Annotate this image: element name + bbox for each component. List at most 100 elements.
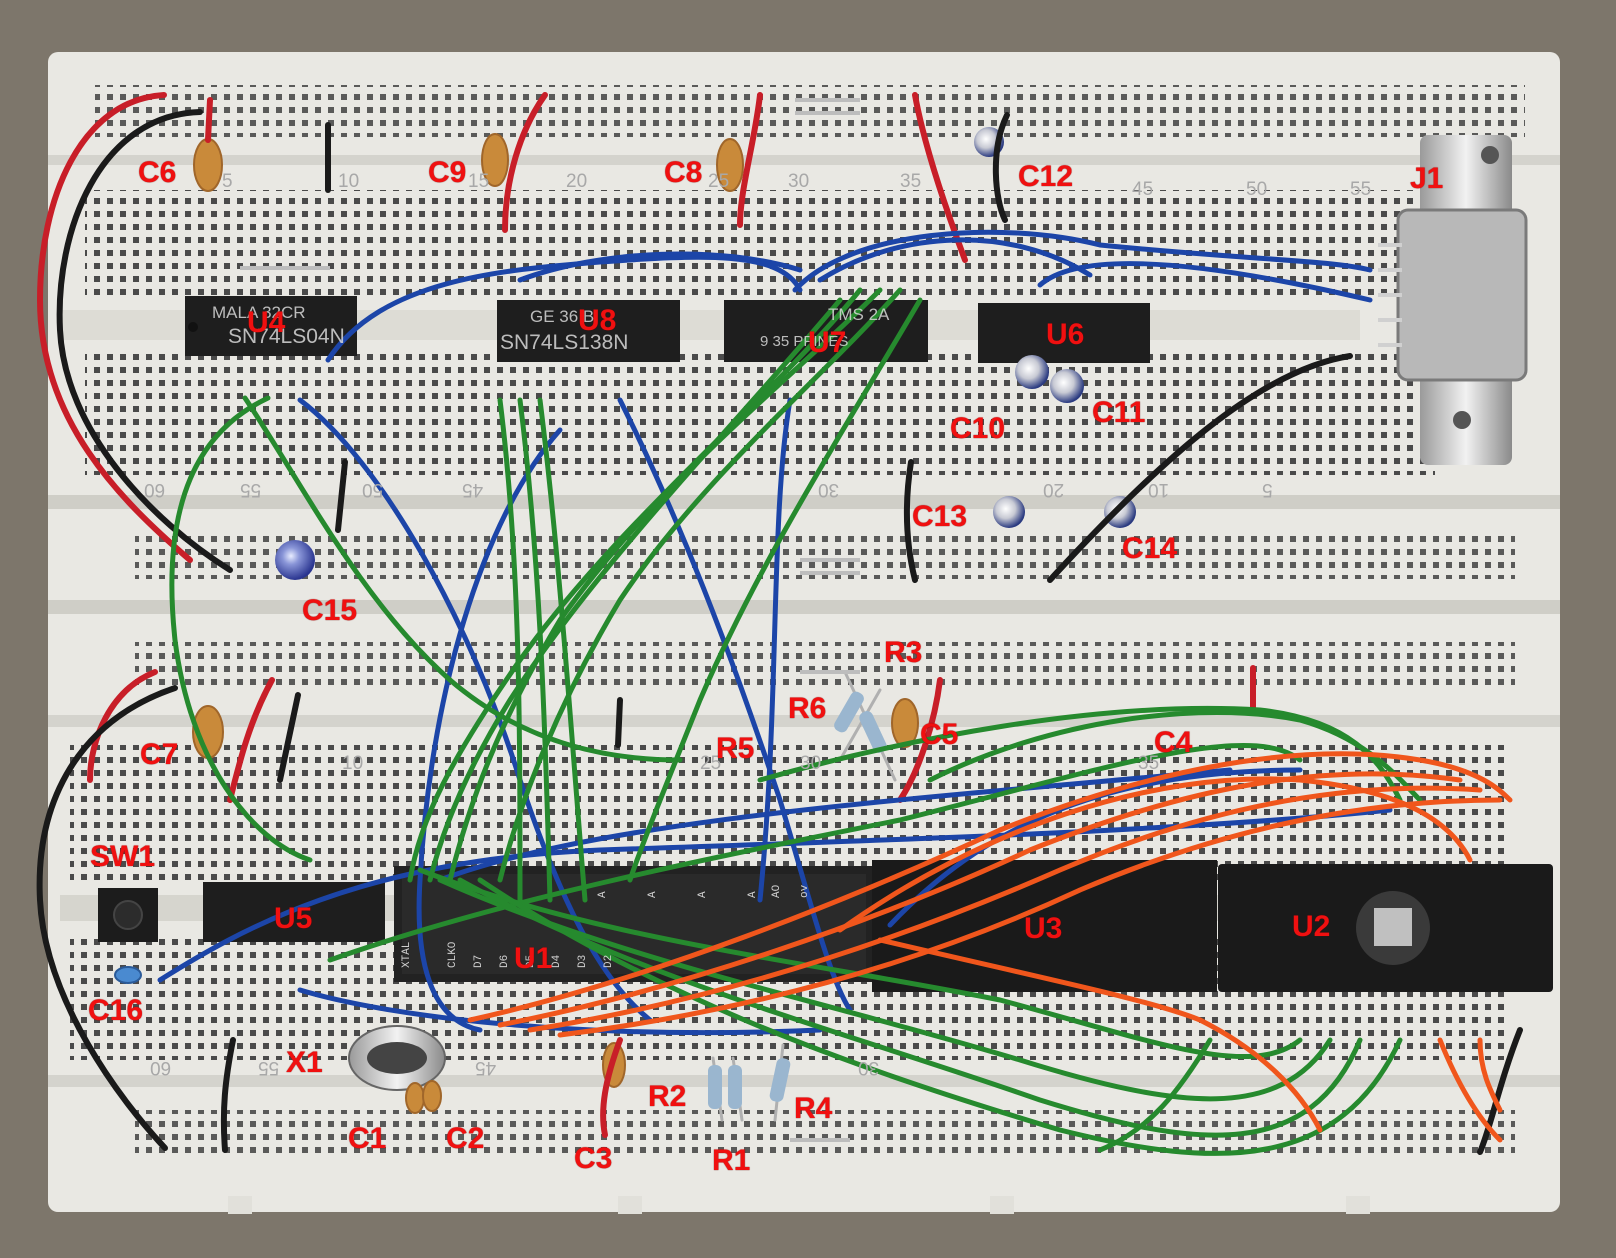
label-u3: U3 <box>1024 912 1063 945</box>
label-c9: C9 <box>428 156 467 189</box>
board-number: 10 <box>342 753 364 774</box>
label-c4: C4 <box>1154 726 1193 759</box>
ic-u2-eprom <box>1218 864 1553 992</box>
label-c8: C8 <box>664 156 703 189</box>
label-u8: U8 <box>578 304 617 337</box>
label-c10: C10 <box>950 412 1006 445</box>
u7-marking-line2: 9 35 PPINES <box>760 333 849 350</box>
wires-green <box>169 287 1423 1156</box>
board-number: 10 <box>1148 479 1170 500</box>
label-u4: U4 <box>247 306 286 339</box>
cap-c11 <box>1050 369 1084 403</box>
label-u1: U1 <box>514 942 553 975</box>
terminal-strip-1-bottom <box>85 350 1435 475</box>
board-number: 20 <box>1043 479 1065 500</box>
label-c5: C5 <box>920 718 959 751</box>
u4-marking-line1: MALA 32CR <box>212 303 306 322</box>
label-r3: R3 <box>884 636 923 669</box>
u7-marking-line1: TMS 2A <box>828 305 890 324</box>
ic-u3 <box>872 860 1217 992</box>
board-number: 55 <box>240 479 262 500</box>
label-r2: R2 <box>648 1080 687 1113</box>
board-number: 50 <box>1246 179 1268 200</box>
u1-pin-label: D3 <box>577 954 589 968</box>
board-number: 45 <box>475 1057 497 1078</box>
cap-c9 <box>481 133 509 187</box>
cap-c16 <box>114 966 142 984</box>
label-c12: C12 <box>1018 160 1074 193</box>
label-u5: U5 <box>274 902 313 935</box>
board-number: 35 <box>900 171 922 192</box>
board-number: 20 <box>566 171 588 192</box>
u8-marking-line1: GE 36 B <box>530 307 595 326</box>
resistor-r3 <box>859 711 887 753</box>
cap-c8 <box>716 138 744 192</box>
label-c15: C15 <box>302 594 358 627</box>
label-j1: J1 <box>1410 162 1444 195</box>
cap-c1 <box>405 1082 425 1114</box>
ceramic-caps <box>114 133 919 1114</box>
label-c16: C16 <box>88 994 144 1027</box>
u1-pin-label: CLKO <box>447 941 459 968</box>
board-number: 60 <box>150 1057 172 1078</box>
db9-connector-j1 <box>1378 135 1528 465</box>
label-sw1: SW1 <box>90 840 156 873</box>
u1-pin-label: D6 <box>499 954 511 968</box>
u1-pin-label: XTAL <box>401 941 413 968</box>
u1-pin-label: ov <box>799 884 811 898</box>
cap-c10 <box>1015 355 1049 389</box>
board-number: 35 <box>1138 753 1160 774</box>
ic-u6 <box>978 303 1150 363</box>
board-number: 30 <box>858 1057 880 1078</box>
breadboard <box>48 52 1560 1214</box>
board-number: 10 <box>338 171 360 192</box>
cap-c14 <box>1104 496 1136 528</box>
board-number: 45 <box>1132 179 1154 200</box>
u1-pin-label: A <box>697 891 709 898</box>
label-c2: C2 <box>446 1122 485 1155</box>
cap-c5 <box>891 698 919 748</box>
ic-u4 <box>185 296 357 356</box>
terminal-strip-1-top <box>85 190 1435 300</box>
board-number: 25 <box>708 171 730 192</box>
u1-pin-label: D7 <box>473 954 485 968</box>
wires-black <box>36 109 1523 1155</box>
label-u2: U2 <box>1292 910 1331 943</box>
u1-pin-label: A <box>747 891 759 898</box>
resistor-r4 <box>769 1058 791 1102</box>
label-c11: C11 <box>1092 396 1146 429</box>
resistor-r1 <box>728 1065 742 1109</box>
power-rail-mid-b <box>135 642 1515 686</box>
u1-pin-label: D2 <box>603 954 615 968</box>
u1-pin-label: A <box>647 891 659 898</box>
electrolytic-caps <box>275 127 1136 580</box>
resistor-r2 <box>708 1065 722 1109</box>
u4-marking-line2: SN74LS04N <box>228 325 345 348</box>
label-u6: U6 <box>1046 318 1085 351</box>
cap-c2 <box>422 1080 442 1112</box>
cap-c15 <box>275 540 315 580</box>
u1-pin-label: AO <box>771 884 783 898</box>
jumper-links <box>240 98 860 1142</box>
board-number: 50 <box>362 479 384 500</box>
board-number: 15 <box>468 171 490 192</box>
u8-marking-line2: SN74LS138N <box>500 331 629 354</box>
label-u7: U7 <box>808 326 847 359</box>
board-number: 25 <box>700 753 722 774</box>
cap-c13 <box>993 496 1025 528</box>
label-r4: R4 <box>794 1092 833 1125</box>
board-number: 55 <box>258 1057 280 1078</box>
label-c13: C13 <box>912 500 968 533</box>
wires-red <box>36 92 1256 1138</box>
label-c7: C7 <box>140 738 179 771</box>
board-number: 30 <box>818 479 840 500</box>
label-c1: C1 <box>348 1122 387 1155</box>
u1-pin-label: D4 <box>551 954 563 968</box>
label-c14: C14 <box>1122 532 1178 565</box>
board-number: 5 <box>222 171 233 192</box>
board-number: 60 <box>144 479 166 500</box>
label-c3: C3 <box>574 1142 613 1175</box>
cap-c6 <box>193 138 223 192</box>
ic-u8 <box>497 300 680 362</box>
